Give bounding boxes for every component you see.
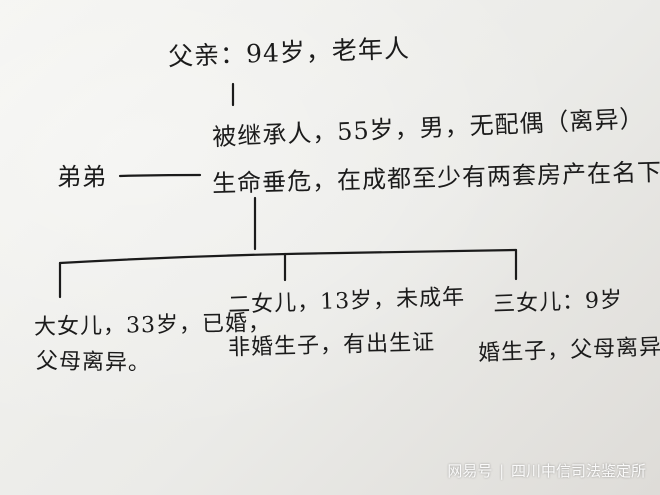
child2-line-2: 非婚生子，有出生证 <box>227 330 436 361</box>
brother-label: 弟弟 <box>57 163 107 191</box>
children-bar <box>58 248 518 265</box>
watermark-account: 四川中信司法鉴定所 <box>510 462 646 480</box>
watermark: 网易号 | 四川中信司法鉴定所 <box>447 460 646 481</box>
watermark-separator: | <box>499 462 505 480</box>
child3-line-2: 婚生子，父母离异 <box>477 334 660 367</box>
child3-line-1: 三女儿：9岁 <box>492 287 624 318</box>
brother-to-heir-line <box>118 173 202 178</box>
watermark-site: 网易号 <box>447 462 493 480</box>
child1-line-2: 父母离异。 <box>35 348 152 377</box>
